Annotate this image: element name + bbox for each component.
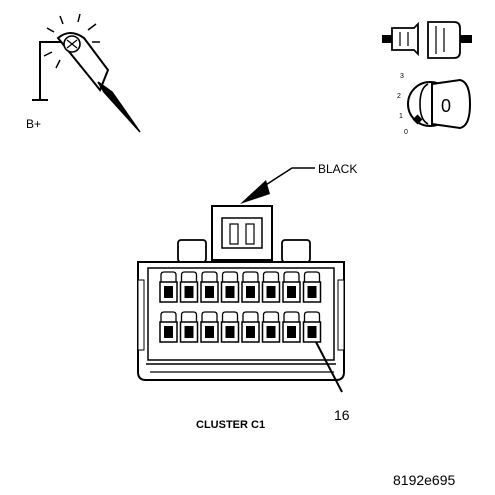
key-position-2: 2 — [397, 93, 401, 100]
connector-cavity — [200, 311, 219, 343]
key-position-readout: 0 — [441, 96, 451, 116]
connector-cavity — [261, 311, 281, 343]
connector-cavity — [282, 311, 301, 343]
callout-arrowhead — [240, 180, 270, 204]
connector-cavity — [302, 271, 322, 303]
connector-cavity — [241, 271, 260, 303]
cavity-grid — [159, 271, 322, 343]
key-position-0: 0 — [404, 129, 408, 136]
test-light-icon — [32, 13, 141, 133]
key-position-3: 3 — [400, 73, 404, 80]
connector-name-label: CLUSTER C1 — [196, 419, 265, 431]
connector-cavity — [220, 311, 240, 343]
connector-cavity — [302, 311, 322, 343]
connector-cavity — [179, 271, 199, 303]
connector-cavity — [261, 271, 281, 303]
connector-cavity — [159, 311, 178, 343]
battery-label: B+ — [26, 117, 41, 131]
ignition-key-icon: 3 2 1 0 0 — [397, 73, 472, 136]
connector-cavity — [200, 271, 219, 303]
connector-cavity — [159, 271, 178, 303]
wire-color-label: BLACK — [318, 162, 357, 176]
key-position-1: 1 — [399, 113, 403, 120]
disconnect-connector-icon — [382, 21, 472, 59]
connector-cavity — [179, 311, 199, 343]
connector-cavity — [241, 311, 260, 343]
pin-callout-label: 16 — [334, 407, 350, 423]
connector-cavity — [282, 271, 301, 303]
figure-id-label: 8192e695 — [393, 472, 456, 488]
connector-cavity — [220, 271, 240, 303]
cluster-connector — [137, 205, 345, 381]
